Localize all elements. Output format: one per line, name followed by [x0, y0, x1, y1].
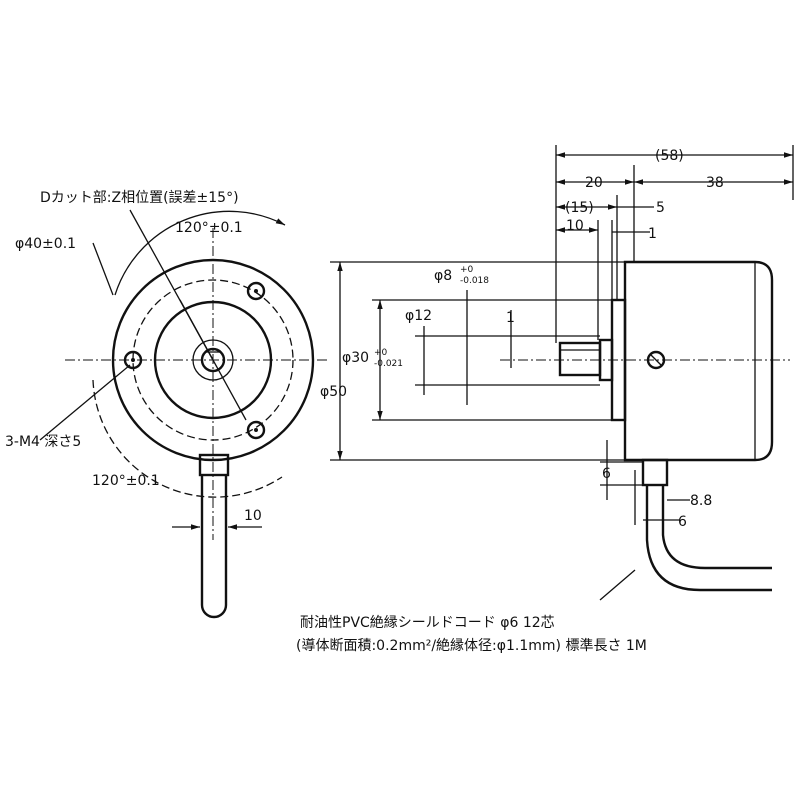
cable-side-lower — [645, 485, 772, 592]
dim-38-label: 38 — [706, 175, 724, 191]
dim-20-label: 20 — [585, 175, 603, 191]
dim-6-cable-label: 6 — [678, 514, 687, 530]
spigot-dia-text: φ30 — [342, 350, 369, 366]
dim-5-label: 5 — [656, 200, 665, 216]
cable-note-line2: (導体断面積:0.2mm²/絶縁体径:φ1.1mm) 標準長さ 1M — [296, 638, 647, 654]
shaft-tol-upper: +0 — [460, 265, 474, 275]
dim-10-label: 10 — [566, 218, 584, 234]
shaft — [558, 341, 602, 377]
dim-1-top-label: 1 — [648, 226, 657, 242]
mounting-hole-left — [123, 350, 143, 370]
tapped-hole-leader — [39, 364, 131, 441]
encoder-body — [623, 260, 774, 462]
cable-gland-side — [641, 458, 669, 487]
spigot-tol-upper: +0 — [374, 348, 388, 358]
front-view: Dカット部:Z相位置(誤差±15°) 120°±0.1 φ40±0.1 3-M4… — [5, 190, 330, 619]
d-cut-leader — [129, 209, 214, 361]
dim-15-label: (15) — [565, 200, 594, 216]
dim-6-vertical-label: 6 — [602, 466, 611, 482]
pcd-circle — [132, 279, 294, 441]
angle-arc-top — [114, 210, 286, 296]
shaft-circle — [200, 347, 226, 373]
side-view: (58) 20 38 (15) 5 10 1 φ8 +0 -0.018 φ12 … — [320, 145, 794, 601]
boss-dia-label: φ12 — [405, 308, 432, 324]
shaft-dia-label: φ8 +0 -0.018 — [434, 265, 489, 286]
dim-8-8-label: 8.8 — [690, 493, 712, 509]
cable-gland — [198, 453, 230, 477]
spigot-circle — [153, 300, 273, 420]
angle-top-label: 120°±0.1 — [175, 220, 243, 236]
cable-note-line1: 耐油性PVC絶縁シールドコード φ6 12芯 — [300, 615, 555, 631]
cable-width-label: 10 — [244, 508, 262, 524]
tapped-holes-label: 3-M4 深さ5 — [5, 434, 81, 450]
spigot-tol-lower: -0.021 — [374, 359, 403, 369]
mounting-hole-top — [246, 281, 266, 301]
shaft-dia-text: φ8 — [434, 268, 452, 284]
mounting-hole-bottom — [246, 420, 266, 440]
cable-note-leader — [599, 569, 636, 601]
cable-front — [200, 475, 228, 619]
boss-circle — [192, 339, 234, 381]
spigot-dia-label: φ30 +0 -0.021 — [342, 348, 403, 369]
set-screw — [646, 350, 666, 370]
angle-bottom-label: 120°±0.1 — [92, 473, 160, 489]
cable-side-upper — [661, 485, 772, 570]
body-dia-label: φ50 — [320, 384, 347, 400]
dim-1-dcut-label: 1 — [506, 310, 515, 326]
cable-note: 耐油性PVC絶縁シールドコード φ6 12芯 (導体断面積:0.2mm²/絶縁体… — [296, 615, 647, 654]
shaft-tol-lower: -0.018 — [460, 276, 489, 286]
outer-flange-circle — [111, 258, 315, 462]
d-cut-note: Dカット部:Z相位置(誤差±15°) — [40, 190, 239, 206]
pcd-leader — [92, 242, 114, 296]
dim-58-label: (58) — [655, 148, 684, 164]
pcd-label: φ40±0.1 — [15, 236, 76, 252]
angle-arc-bottom — [92, 379, 283, 498]
